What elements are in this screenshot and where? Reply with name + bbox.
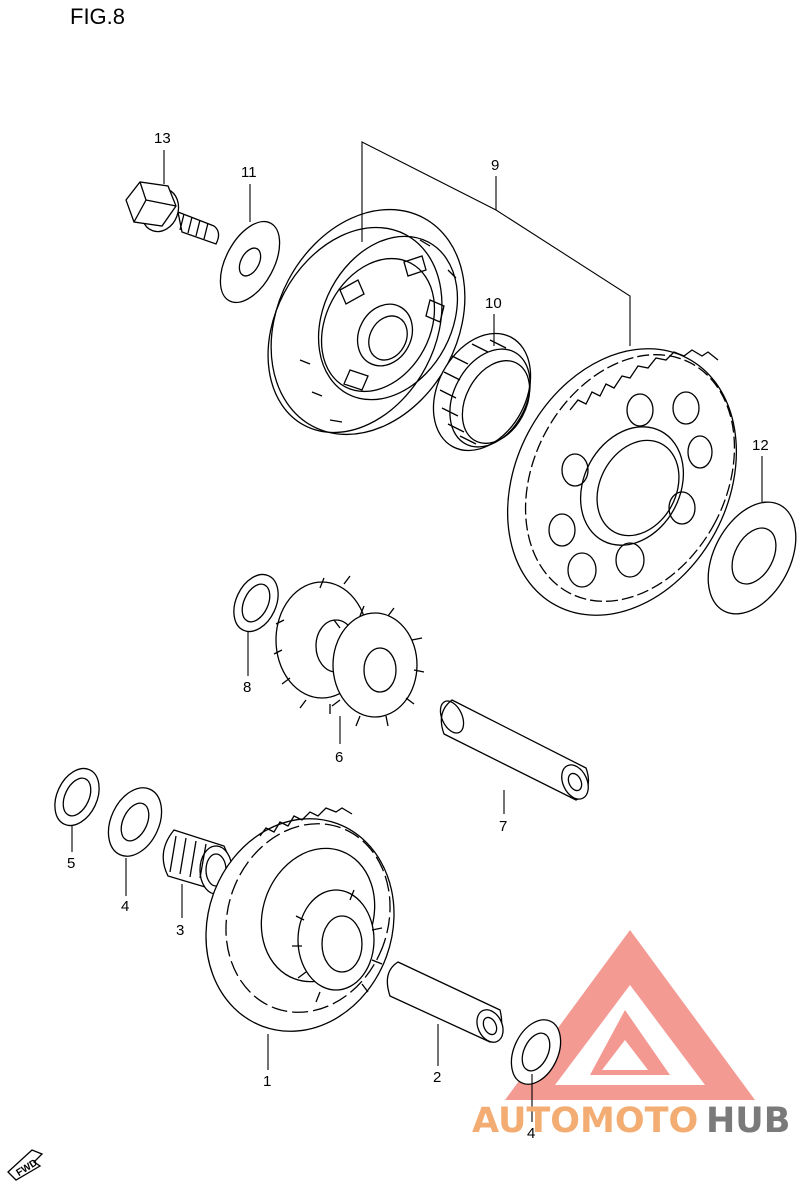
- part-13-bolt: [125, 181, 220, 245]
- watermark-logo: [505, 930, 755, 1100]
- part-6-idle-gear: [273, 575, 425, 727]
- part-12-washer: [707, 501, 797, 615]
- part-9-driven-gear: [506, 348, 738, 616]
- watermark-brand-second: HUB: [706, 1101, 790, 1141]
- callout-9: 9: [491, 157, 499, 174]
- watermark-brand-first: AUTOMOTO: [472, 1101, 698, 1141]
- callout-12: 12: [752, 437, 769, 454]
- callout-7: 7: [499, 818, 507, 835]
- callout-2: 2: [433, 1069, 441, 1086]
- leader-lines: [71, 141, 763, 1122]
- part-10-needle-bearing: [432, 332, 532, 452]
- part-4-washer-right: [510, 1019, 562, 1085]
- part-1-driven-gear: [205, 807, 395, 1032]
- callouts: 1 2 3 4 4 5 6 7 8 9 10 11 12 13: [67, 130, 769, 1142]
- callout-13: 13: [154, 130, 171, 147]
- callout-6: 6: [335, 749, 343, 766]
- callout-3: 3: [176, 922, 184, 939]
- figure-title: FIG.8: [70, 4, 126, 29]
- fwd-direction-badge: FWD: [7, 1149, 44, 1181]
- watermark-wordmark: AUTOMOTO HUB: [472, 1101, 790, 1141]
- callout-8: 8: [243, 679, 251, 696]
- callout-1: 1: [263, 1073, 271, 1090]
- callout-11: 11: [241, 164, 257, 181]
- part-5-washer: [54, 767, 100, 827]
- callout-4-left: 4: [121, 898, 129, 915]
- callout-10: 10: [485, 295, 502, 312]
- callout-4-right: 4: [527, 1125, 535, 1142]
- part-2-shaft: [386, 961, 504, 1043]
- part-11-washer: [219, 220, 281, 304]
- part-7-shaft: [439, 699, 590, 801]
- callout-5: 5: [67, 855, 75, 872]
- part-4-washer-left: [107, 787, 163, 857]
- part-8-washer: [233, 573, 279, 633]
